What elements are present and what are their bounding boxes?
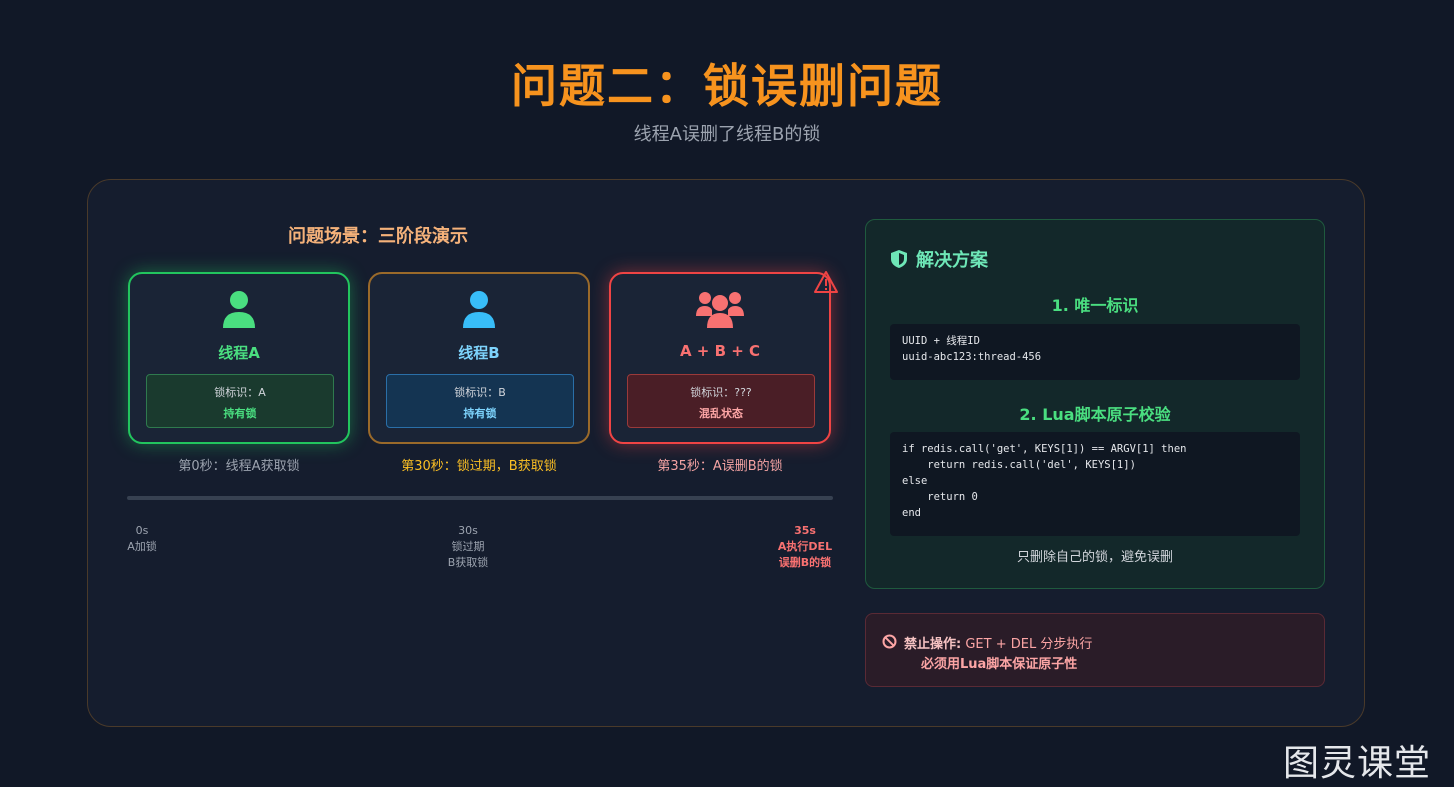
tick-label: 锁过期 [451, 540, 485, 553]
card-name-a: 线程A [218, 344, 260, 362]
timeline-tick-35s: 35s A执行DEL 误删B的锁 [760, 523, 850, 571]
users-icon [611, 290, 829, 332]
timeline-bar [127, 496, 833, 500]
lock-id-a: 锁标识：A [214, 386, 266, 399]
step-2-title: 2. Lua脚本原子校验 [1019, 405, 1171, 424]
lock-id-b: 锁标识：B [454, 386, 506, 399]
lock-state-a: 持有锁 [223, 407, 257, 420]
shield-icon [891, 250, 907, 268]
lock-id-c: 锁标识：??? [690, 386, 752, 399]
tick-label-2: 误删B的锁 [778, 556, 832, 569]
code-block-lua: if redis.call('get', KEYS[1]) == ARGV[1]… [890, 432, 1300, 536]
code-block-uuid: UUID + 线程ID uuid-abc123:thread-456 [890, 324, 1300, 380]
lock-state-b: 持有锁 [463, 407, 497, 420]
tick-label: A加锁 [127, 540, 157, 553]
forbid-label: 禁止操作: [904, 637, 962, 652]
user-icon [130, 290, 348, 332]
page-title: 问题二：锁误删问题 [511, 59, 943, 113]
solution-header: 解决方案 [890, 246, 988, 272]
card-name-b: 线程B [458, 344, 500, 362]
forbid-line-2: 必须用Lua脚本保证原子性 [921, 657, 1078, 672]
tick-label: A执行DEL [777, 540, 833, 553]
solution-panel: 解决方案 1. 唯一标识 UUID + 线程ID uuid-abc123:thr… [865, 219, 1325, 589]
solution-note: 只删除自己的锁，避免误删 [1016, 550, 1173, 565]
step-1-title: 1. 唯一标识 [1051, 296, 1139, 315]
lock-state-c: 混乱状态 [699, 407, 743, 420]
thread-card-a: 线程A 锁标识：A 持有锁 [128, 272, 350, 444]
user-icon [370, 290, 588, 332]
scenario-title: 问题场景：三阶段演示 [288, 226, 468, 247]
forbid-text: GET + DEL 分步执行 [961, 637, 1093, 652]
timeline-tick-30s: 30s 锁过期 B获取锁 [418, 523, 518, 571]
tick-label-2: B获取锁 [447, 556, 489, 569]
warning-icon [813, 270, 839, 298]
timeline-tick-0s: 0s A加锁 [112, 523, 172, 555]
stage-caption-b: 第30秒：锁过期，B获取锁 [401, 459, 557, 474]
lock-box-a: 锁标识：A 持有锁 [146, 374, 334, 428]
card-name-c: A + B + C [679, 342, 761, 360]
lock-box-b: 锁标识：B 持有锁 [386, 374, 574, 428]
tick-time: 35s [794, 524, 816, 537]
thread-card-b: 线程B 锁标识：B 持有锁 [368, 272, 590, 444]
stage-caption-c: 第35秒：A误删B的锁 [657, 459, 783, 474]
tick-time: 30s [458, 524, 478, 537]
tick-time: 0s [135, 524, 149, 537]
forbid-panel: 禁止操作: GET + DEL 分步执行 必须用Lua脚本保证原子性 [865, 613, 1325, 687]
stage-caption-a: 第0秒：线程A获取锁 [178, 459, 300, 474]
forbid-line-1: 禁止操作: GET + DEL 分步执行 [904, 633, 1092, 652]
watermark: 图灵课堂 [1283, 743, 1432, 784]
thread-card-c: A + B + C 锁标识：??? 混乱状态 [609, 272, 831, 444]
page-subtitle: 线程A误删了线程B的锁 [633, 124, 821, 145]
solution-title: 解决方案 [916, 250, 988, 271]
prohibited-icon [882, 634, 897, 653]
lock-box-c: 锁标识：??? 混乱状态 [627, 374, 815, 428]
